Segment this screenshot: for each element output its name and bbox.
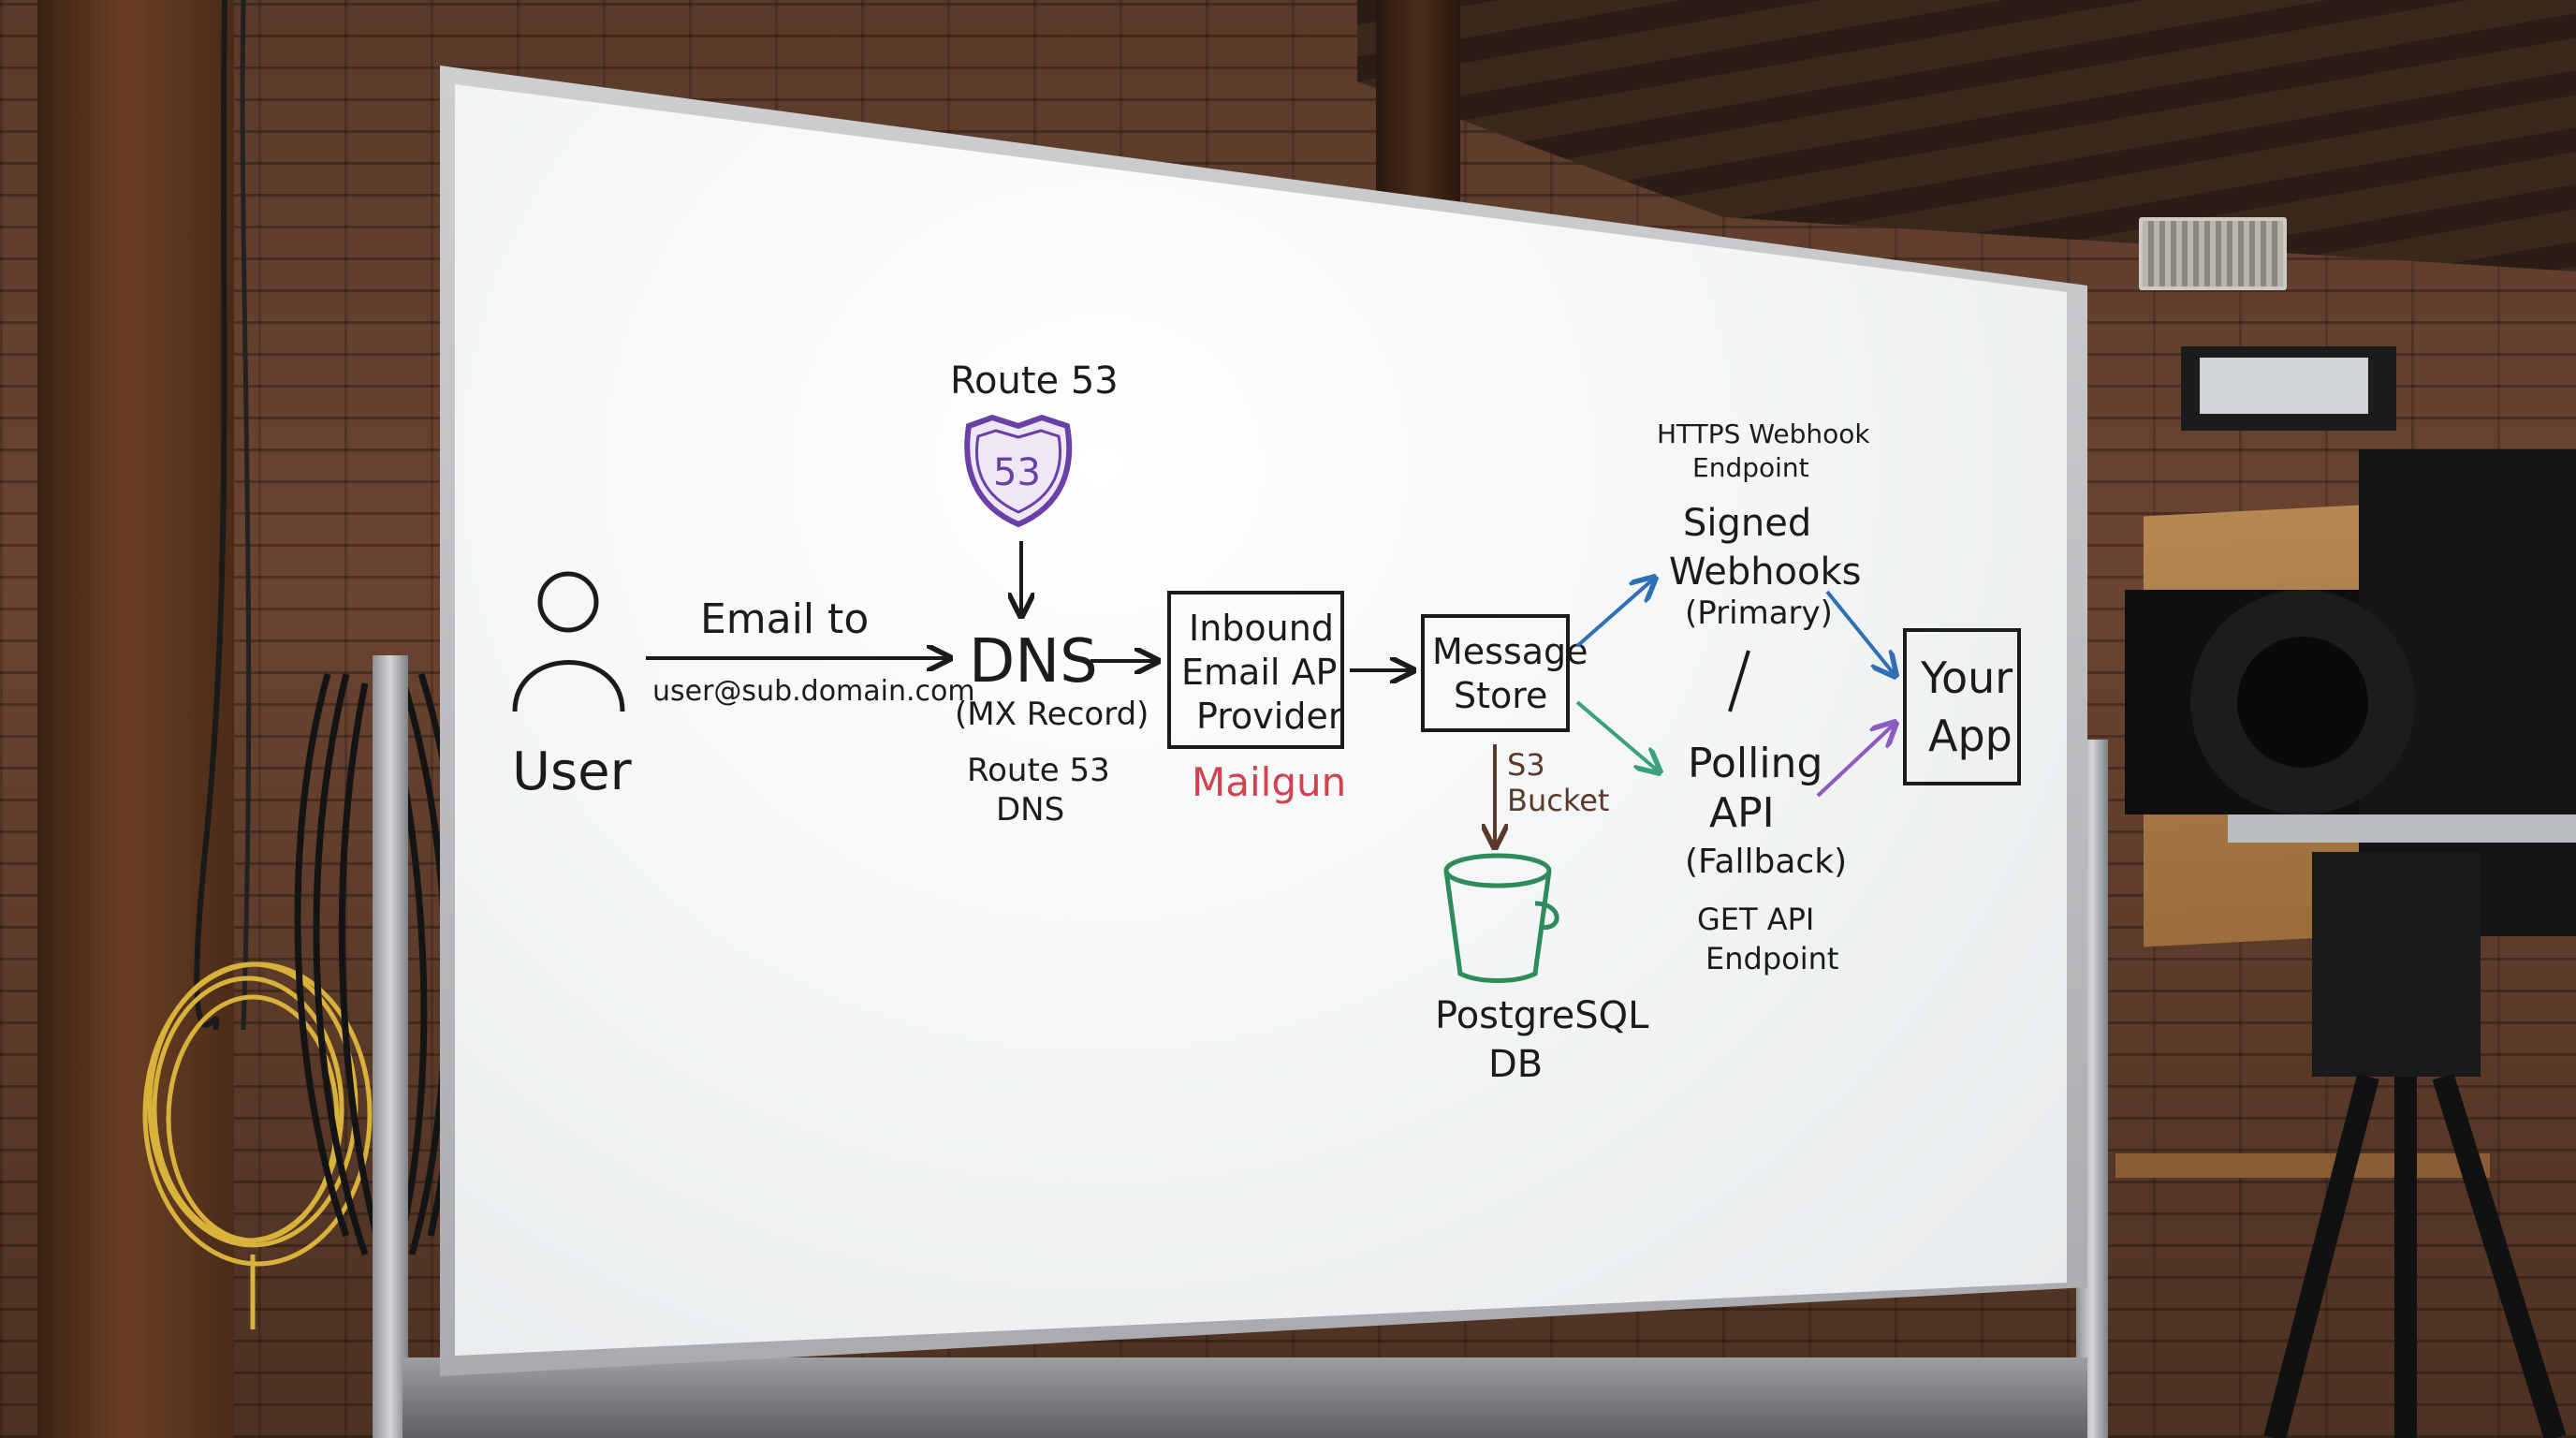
get-api-endpoint-line2: Endpoint xyxy=(1705,941,1838,976)
inbound-provider-line3: Provider xyxy=(1196,696,1343,737)
whiteboard xyxy=(455,84,2067,1356)
s3-label-line1: S3 xyxy=(1507,747,1545,783)
s3-label-line2: Bucket xyxy=(1507,783,1609,818)
air-vent xyxy=(2139,217,2287,290)
signed-webhooks-line1: Signed xyxy=(1683,502,1811,545)
your-app-line1: Your xyxy=(1920,653,2012,703)
message-store-line1: Message xyxy=(1432,631,1588,672)
webhook-endpoint-line2: Endpoint xyxy=(1692,452,1809,483)
wooden-post xyxy=(37,0,234,1438)
polling-api-line3: (Fallback) xyxy=(1685,843,1847,881)
dns-label: DNS xyxy=(969,627,1098,697)
hanging-wire xyxy=(194,0,252,1030)
route53-label: Route 53 xyxy=(950,360,1119,403)
whiteboard-base xyxy=(402,1357,2087,1438)
inbound-provider-box xyxy=(1167,591,1344,749)
bucket-icon xyxy=(1443,853,1559,983)
your-app-line2: App xyxy=(1928,711,2012,761)
route53-dns-label-line1: Route 53 xyxy=(967,752,1110,789)
whiteboard-stand-left xyxy=(373,655,408,1438)
inbound-provider-line2: Email API xyxy=(1181,652,1348,693)
webhooks-to-app-arrow xyxy=(1825,590,1895,676)
postgres-label-line2: DB xyxy=(1488,1043,1543,1086)
video-camera xyxy=(2125,346,2576,1438)
polling-api-line2: API xyxy=(1709,789,1775,837)
signed-webhooks-line3: (Primary) xyxy=(1685,594,1833,632)
user-label: User xyxy=(512,741,633,802)
mx-record-label: (MX Record) xyxy=(955,696,1149,733)
signed-webhooks-line2: Webhooks xyxy=(1669,550,1862,594)
store-to-webhooks-arrow xyxy=(1575,578,1655,648)
route53-dns-label-line2: DNS xyxy=(996,791,1064,829)
store-to-polling-arrow xyxy=(1575,700,1660,772)
message-store-box xyxy=(1421,614,1570,732)
polling-api-line1: Polling xyxy=(1688,740,1822,787)
route53-shield-icon: 53 xyxy=(964,414,1073,528)
message-store-line2: Store xyxy=(1454,675,1547,716)
webhook-endpoint-line1: HTTPS Webhook xyxy=(1657,418,1870,449)
polling-to-app-arrow xyxy=(1816,723,1895,798)
route53-badge-text: 53 xyxy=(993,451,1041,494)
email-address: user@sub.domain.com xyxy=(652,675,975,708)
user-icon xyxy=(512,571,625,712)
inbound-provider-line1: Inbound xyxy=(1189,608,1334,649)
divider-slash xyxy=(1728,650,1750,712)
wooden-shelf xyxy=(2115,1153,2490,1178)
postgres-label-line1: PostgreSQL xyxy=(1435,994,1649,1037)
your-app-box xyxy=(1903,628,2021,785)
mailgun-label: Mailgun xyxy=(1192,759,1346,805)
get-api-endpoint-line1: GET API xyxy=(1697,902,1814,937)
email-to-label: Email to xyxy=(700,595,869,643)
